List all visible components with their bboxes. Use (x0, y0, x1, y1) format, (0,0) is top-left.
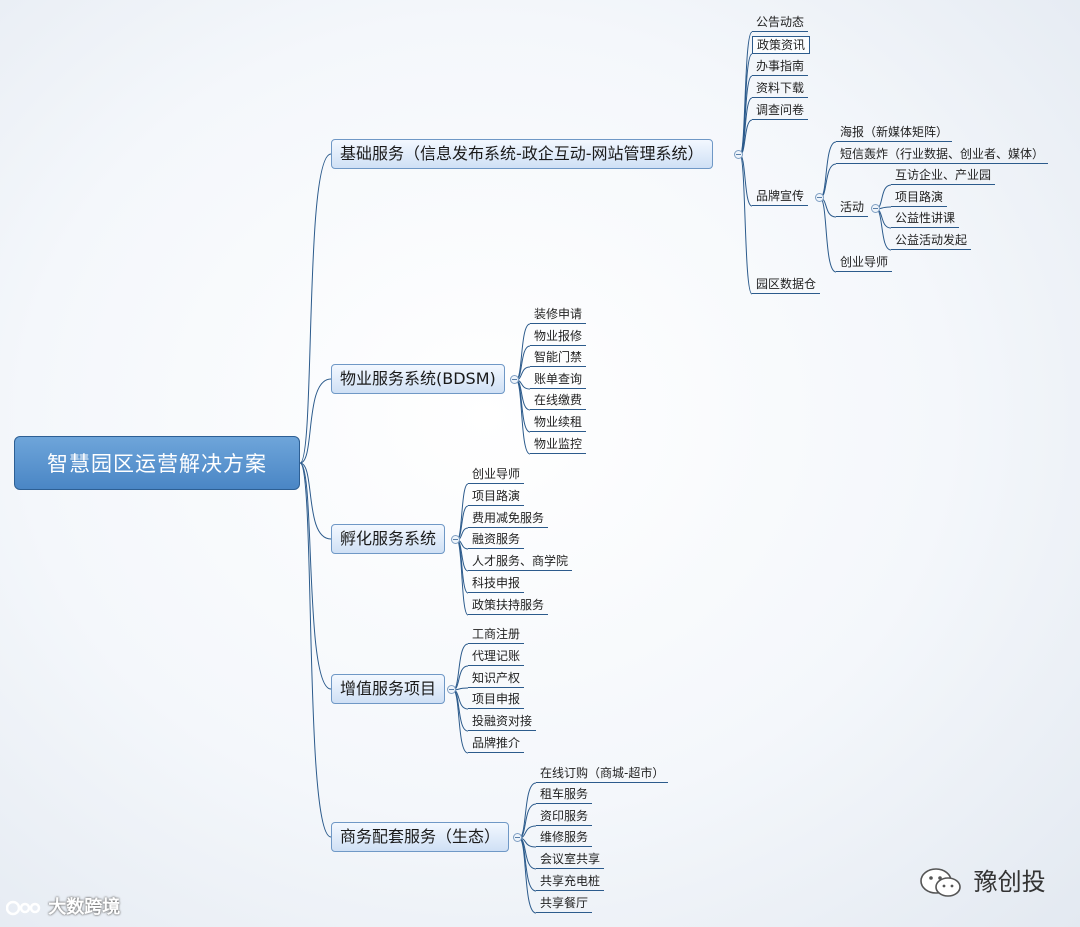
connector-line (739, 31, 753, 156)
connector-line (739, 154, 753, 295)
leaf-topic[interactable]: 活动 (836, 199, 869, 217)
topic-commerce-services[interactable]: 商务配套服务（生态） (331, 822, 510, 852)
leaf-topic[interactable]: 资印服务 (536, 808, 593, 826)
connector-line (739, 75, 753, 156)
connector-line (739, 53, 753, 156)
leaf-topic[interactable]: 代理记账 (468, 648, 525, 666)
collapse-toggle-icon[interactable] (815, 193, 824, 202)
connector-line (515, 379, 531, 433)
leaf-topic[interactable]: 智能门禁 (530, 349, 587, 367)
connector-line (515, 379, 531, 455)
collapse-toggle-icon[interactable] (447, 685, 456, 694)
connector-line (518, 837, 537, 914)
wechat-icon (920, 868, 961, 897)
root-topic[interactable]: 智慧园区运营解决方案 (14, 436, 300, 490)
watermark-right: 豫创投 (918, 862, 1046, 900)
watermark-left: 大数跨境 (6, 893, 120, 919)
leaf-topic[interactable]: 公益活动发起 (891, 232, 972, 250)
leaf-topic-selected[interactable]: 政策资讯 (752, 36, 811, 54)
connector-line (515, 323, 531, 381)
connector-line (739, 154, 753, 207)
leaf-topic[interactable]: 共享餐厅 (536, 895, 593, 913)
collapse-toggle-icon[interactable] (451, 535, 460, 544)
connector-line (518, 837, 537, 870)
leaf-topic[interactable]: 在线缴费 (530, 392, 587, 410)
connector-line (515, 345, 531, 381)
leaf-topic[interactable]: 人才服务、商学院 (468, 553, 573, 571)
connector-line (452, 643, 469, 691)
leaf-topic[interactable]: 在线订购（商城-超市） (536, 765, 669, 783)
leaf-topic[interactable]: 调查问卷 (752, 102, 809, 120)
watermark-right-text: 豫创投 (973, 868, 1046, 896)
leaf-topic[interactable]: 维修服务 (536, 829, 593, 847)
connector-line (875, 208, 892, 251)
leaf-topic[interactable]: 物业报修 (530, 328, 587, 346)
connector-line (456, 483, 469, 541)
leaf-topic[interactable]: 项目路演 (891, 189, 948, 207)
connector-line (456, 539, 469, 572)
connector-line (456, 505, 469, 541)
connector-line (515, 379, 531, 411)
leaf-topic[interactable]: 园区数据仓 (752, 276, 821, 294)
connector-line (299, 462, 332, 690)
watermark-left-text: 大数跨境 (48, 897, 121, 918)
leaf-topic[interactable]: 品牌推介 (468, 735, 525, 753)
topic-basic-services[interactable]: 基础服务（信息发布系统-政企互动-网站管理系统） (331, 139, 713, 169)
topic-incubation-services[interactable]: 孵化服务系统 (331, 524, 446, 554)
leaf-topic[interactable]: 工商注册 (468, 626, 525, 644)
collapse-toggle-icon[interactable] (510, 375, 519, 384)
leaf-topic[interactable]: 互访企业、产业园 (891, 167, 996, 185)
leaf-topic[interactable]: 项目申报 (468, 691, 525, 709)
leaf-topic[interactable]: 物业续租 (530, 414, 587, 432)
connector-line (518, 782, 537, 839)
leaf-topic[interactable]: 账单查询 (530, 371, 587, 389)
leaf-topic[interactable]: 租车服务 (536, 786, 593, 804)
leaf-topic[interactable]: 公告动态 (752, 14, 809, 32)
leaf-topic[interactable]: 品牌宣传 (752, 188, 809, 206)
connector-line (456, 539, 469, 616)
leaf-topic[interactable]: 创业导师 (468, 466, 525, 484)
topic-value-added-services[interactable]: 增值服务项目 (331, 674, 446, 704)
leaf-topic[interactable]: 项目路演 (468, 488, 525, 506)
connector-line (452, 689, 469, 732)
collapse-toggle-icon[interactable] (871, 204, 880, 213)
connector-line (452, 689, 469, 710)
topic-property-services[interactable]: 物业服务系统(BDSM) (331, 364, 505, 394)
connector-line (299, 462, 332, 540)
leaf-topic[interactable]: 创业导师 (836, 254, 893, 272)
connector-line (299, 153, 332, 464)
connector-line (739, 119, 753, 156)
connector-line (819, 197, 837, 273)
leaf-topic[interactable]: 资料下载 (752, 80, 809, 98)
leaf-topic[interactable]: 办事指南 (752, 58, 809, 76)
leaf-topic[interactable]: 装修申请 (530, 306, 587, 324)
connector-line (299, 462, 332, 838)
leaf-topic[interactable]: 投融资对接 (468, 713, 537, 731)
connector-line (452, 689, 469, 754)
connector-line (518, 837, 537, 892)
connector-line (299, 378, 332, 464)
leaf-topic[interactable]: 融资服务 (468, 531, 525, 549)
leaf-topic[interactable]: 会议室共享 (536, 851, 605, 869)
connector-line (819, 163, 837, 199)
leaf-topic[interactable]: 科技申报 (468, 575, 525, 593)
leaf-topic[interactable]: 海报（新媒体矩阵） (836, 124, 953, 142)
leaf-topic[interactable]: 短信轰炸（行业数据、创业者、媒体） (836, 146, 1049, 164)
connector-line (456, 539, 469, 594)
connector-line (518, 803, 537, 839)
leaf-topic[interactable]: 共享充电桩 (536, 873, 605, 891)
connector-line (739, 97, 753, 156)
connector-line (819, 141, 837, 199)
leaf-topic[interactable]: 费用减免服务 (468, 510, 549, 528)
leaf-topic[interactable]: 政策扶持服务 (468, 597, 549, 615)
collapse-toggle-icon[interactable] (734, 150, 743, 159)
collapse-toggle-icon[interactable] (513, 833, 522, 842)
leaf-topic[interactable]: 公益性讲课 (891, 210, 960, 228)
brand-logo-icon (6, 900, 41, 916)
leaf-topic[interactable]: 物业监控 (530, 436, 587, 454)
leaf-topic[interactable]: 知识产权 (468, 670, 525, 688)
